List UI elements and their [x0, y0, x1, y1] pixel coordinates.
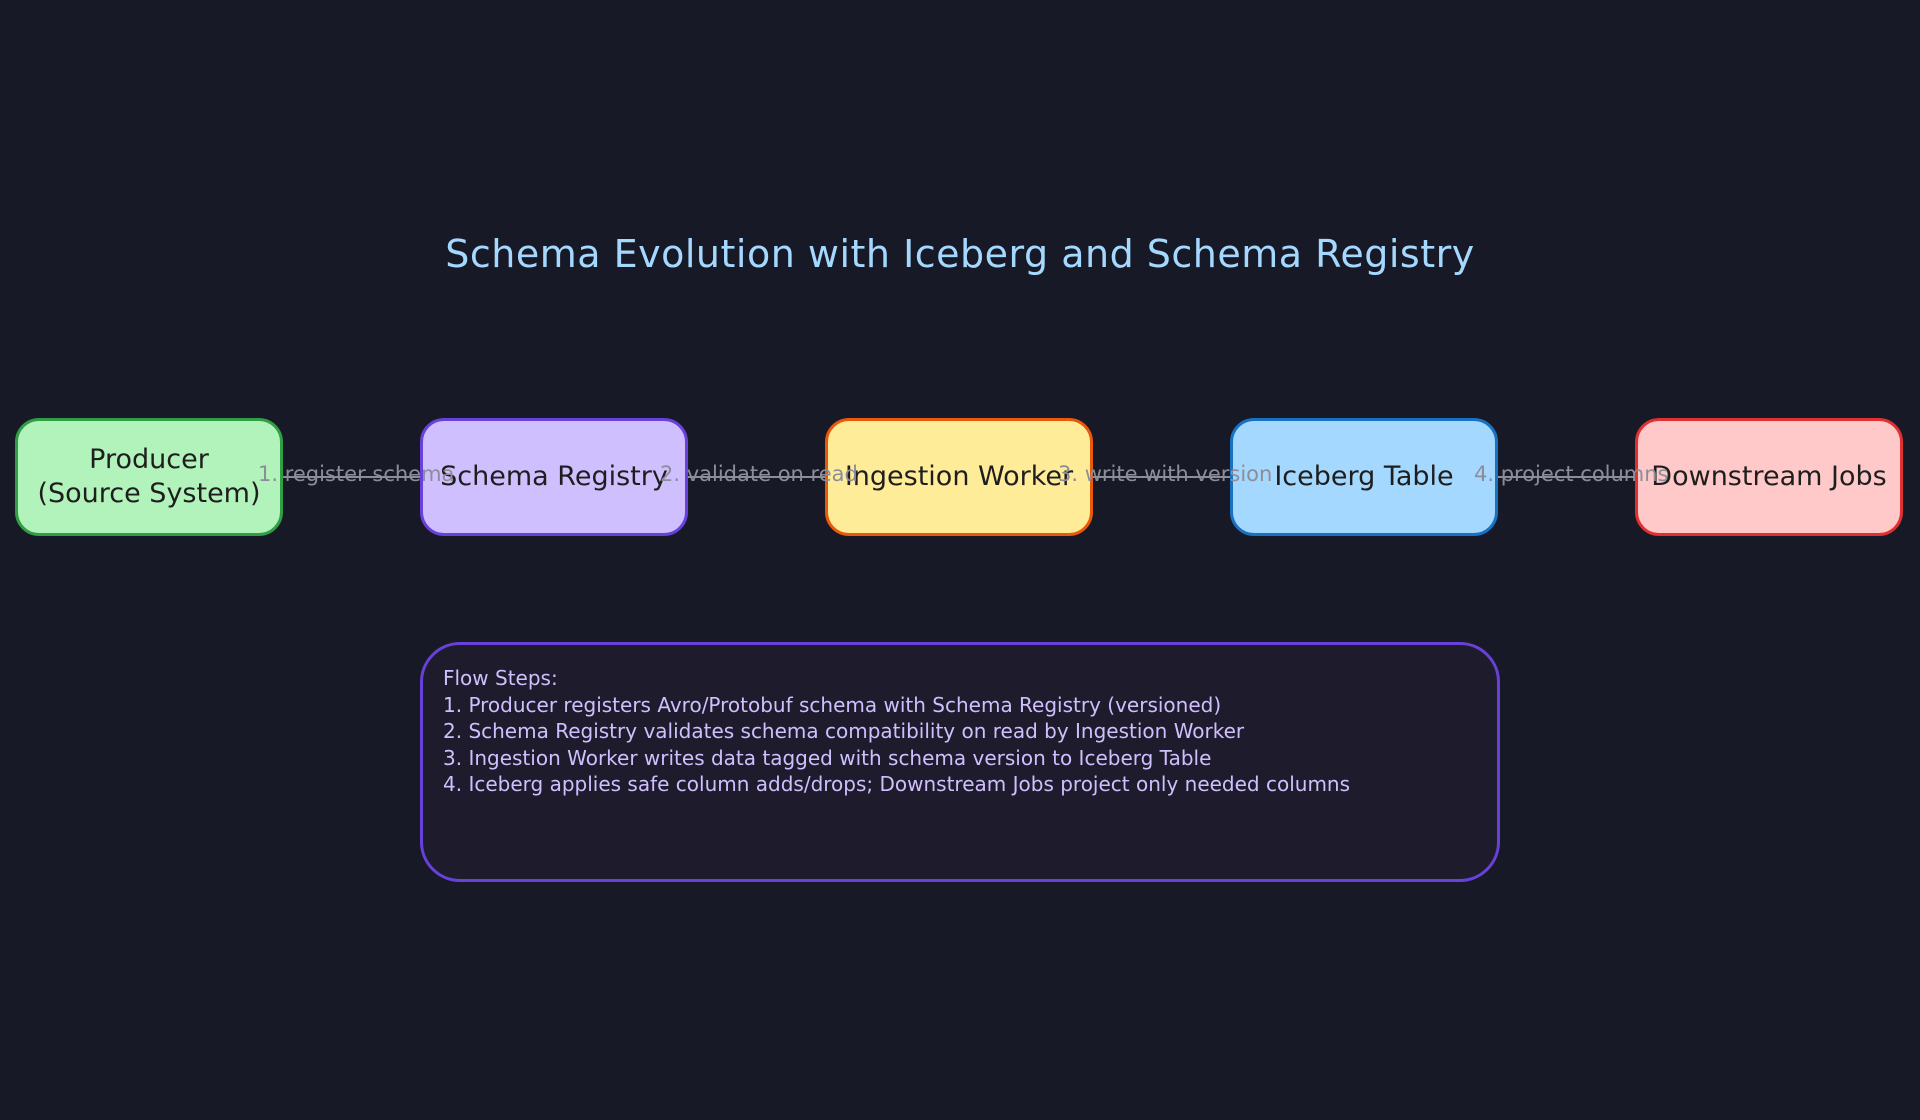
notes-line-2: 2. Schema Registry validates schema comp… — [443, 719, 1245, 743]
flow-steps-note[interactable]: Flow Steps: 1. Producer registers Avro/P… — [420, 642, 1500, 882]
edge-label-write-with-version: 3. write with version — [1058, 462, 1273, 486]
node-downstream-jobs[interactable]: Downstream Jobs — [1635, 418, 1903, 536]
node-iceberg-table[interactable]: Iceberg Table — [1230, 418, 1498, 536]
notes-heading: Flow Steps: — [443, 666, 558, 690]
edge-label-register-schema: 1. register schema — [258, 462, 455, 486]
notes-line-4: 4. Iceberg applies safe column adds/drop… — [443, 772, 1351, 796]
notes-line-1: 1. Producer registers Avro/Protobuf sche… — [443, 692, 1222, 717]
edge-label-project-columns: 4. project columns — [1474, 462, 1669, 486]
node-producer[interactable]: Producer (Source System) — [15, 418, 283, 536]
notes-line-3: 3. Ingestion Worker writes data tagged w… — [443, 745, 1212, 770]
node-ingestion-worker[interactable]: Ingestion Worker — [825, 418, 1093, 536]
edge-label-validate-on-read: 2. validate on read — [660, 462, 858, 486]
node-schema-registry[interactable]: Schema Registry — [420, 418, 688, 536]
diagram-title: Schema Evolution with Iceberg and Schema… — [445, 232, 1475, 276]
